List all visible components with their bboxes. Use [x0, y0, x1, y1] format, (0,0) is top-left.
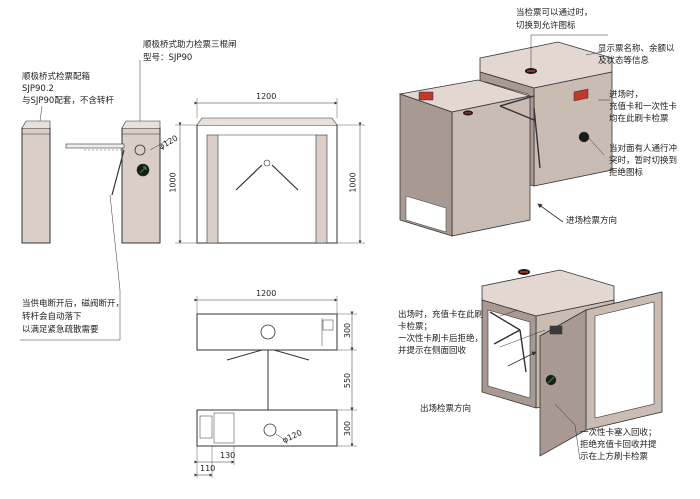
pass-icon-note-1: 当检票可以通过时，	[516, 8, 593, 18]
dim-front-width: 1200	[256, 92, 277, 101]
turnstile-front-elevation	[196, 117, 338, 244]
display-note-1: 显示票名称、余额以	[598, 44, 675, 54]
dim-top-depth-1: 300	[343, 322, 353, 339]
exit-card-note-4: 并提示在侧面回收	[398, 346, 467, 356]
conflict-note-1: 当对面有人通行冲	[609, 144, 678, 154]
single-box-note: 与SJP90配套，不含转杆	[22, 96, 114, 106]
recycle-note-1: 一次性卡塞入回收；	[580, 428, 657, 438]
conflict-note-2: 突时，暂时切换到	[609, 156, 678, 166]
single-box-model: SJP90.2	[22, 84, 54, 94]
exit-card-note-3: 一次性卡刷卡后拒绝，	[398, 334, 484, 344]
display-note-2: 及状态等信息	[598, 56, 650, 66]
entry-card-note-1: 进场时，	[609, 90, 644, 100]
exit-direction-label: 出场检票方向	[420, 404, 472, 414]
entry-card-note-3: 均在此刷卡检票	[609, 114, 669, 124]
single-box-elevation	[21, 120, 51, 244]
dim-top-gap: 550	[343, 372, 353, 389]
dim-side-height: 1000	[348, 172, 358, 193]
recycle-note-2: 拒绝充值卡回收并提	[580, 440, 657, 450]
dim-top-width: 1200	[256, 289, 277, 298]
turnstile-plan-view	[196, 313, 338, 447]
entry-card-note-2: 充值卡和一次性卡	[609, 102, 678, 112]
dim-110: 110	[200, 464, 216, 473]
dim-top-depth-2: 300	[343, 420, 353, 437]
recycle-note-3: 示在上方刷卡检票	[580, 452, 649, 462]
exit-card-note-1: 出场时，充值卡在此刷	[398, 310, 484, 320]
single-box-title: 顺极桥式检票配箱	[22, 72, 91, 82]
power-fail-note-1: 当供电断开后，磁阀断开，	[22, 299, 125, 309]
turnstile-side-elevation	[65, 120, 161, 244]
entry-direction-label: 进场检票方向	[566, 216, 618, 226]
model-label: 型号：SJP90	[143, 53, 193, 63]
power-fail-note-3: 以满足紧急疏散需要	[22, 325, 99, 335]
entry-gate-3d	[398, 41, 613, 237]
exit-gate-3d	[481, 269, 663, 457]
main-title: 顺极桥式助力检票三棍闸	[143, 40, 237, 50]
conflict-note-3: 拒绝图标	[609, 168, 644, 178]
exit-card-note-2: 卡检票；	[398, 322, 433, 332]
dim-130: 130	[220, 451, 236, 460]
pass-icon-note-2: 切换到允许图标	[516, 21, 576, 31]
dim-front-height: 1000	[168, 172, 178, 193]
power-fail-note-2: 转杆会自动落下	[22, 312, 82, 322]
